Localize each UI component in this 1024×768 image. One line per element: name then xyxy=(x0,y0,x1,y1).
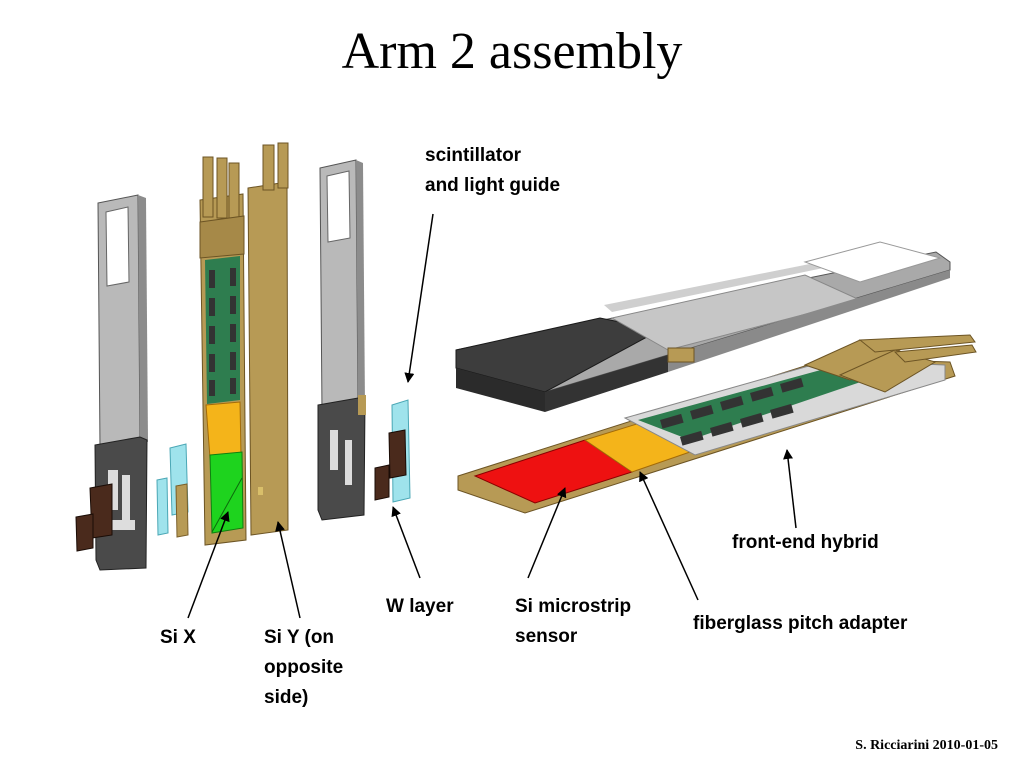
label-front-end-hybrid-line1: front-end hybrid xyxy=(732,532,879,553)
label-scintillator-line2: and light guide xyxy=(425,175,561,196)
label-w-layer-line1: W layer xyxy=(386,596,454,617)
label-w-layer: W layer xyxy=(386,592,454,622)
w-layer-and-scintillator xyxy=(374,399,411,503)
label-si-microstrip-line2: sensor xyxy=(515,626,578,647)
label-fiberglass: fiberglass pitch adapter xyxy=(693,609,907,639)
readout-board-assembly xyxy=(457,334,977,514)
arrow-w-layer xyxy=(391,506,421,579)
arrow-fiberglass xyxy=(639,471,699,601)
left-absorber-blocks xyxy=(75,483,113,552)
label-scintillator: scintillator and light guide xyxy=(425,141,560,201)
tray-assembly xyxy=(455,241,951,412)
arrow-si-y xyxy=(275,521,301,619)
annotation-arrows xyxy=(187,213,797,619)
arrow-si-microstrip xyxy=(527,487,567,579)
label-si-x-line1: Si X xyxy=(160,627,196,648)
author-credit: S. Ricciarini 2010-01-05 xyxy=(855,738,998,753)
arrow-si-x xyxy=(187,511,230,619)
scintillator-pieces-left xyxy=(156,443,189,538)
arrow-front-end-hybrid xyxy=(783,449,797,529)
exploded-vertical-view xyxy=(75,142,411,571)
slide-title: Arm 2 assembly xyxy=(341,23,683,80)
si-x-board xyxy=(199,156,247,546)
label-si-microstrip: Si microstrip sensor xyxy=(515,592,631,652)
middle-frame xyxy=(317,159,366,521)
label-scintillator-line1: scintillator xyxy=(425,145,522,166)
si-y-board xyxy=(247,142,289,536)
label-si-microstrip-line1: Si microstrip xyxy=(515,596,632,617)
label-si-x: Si X xyxy=(160,623,196,653)
label-si-y-line1: Si Y (on xyxy=(264,627,335,648)
label-si-y-line3: side) xyxy=(264,687,309,708)
arrow-scintillator xyxy=(404,213,434,383)
left-frame xyxy=(94,194,148,571)
label-si-y: Si Y (on opposite side) xyxy=(264,623,343,713)
label-fiberglass-line1: fiberglass pitch adapter xyxy=(693,613,908,634)
label-si-y-line2: opposite xyxy=(264,657,344,678)
label-front-end-hybrid: front-end hybrid xyxy=(732,528,879,558)
